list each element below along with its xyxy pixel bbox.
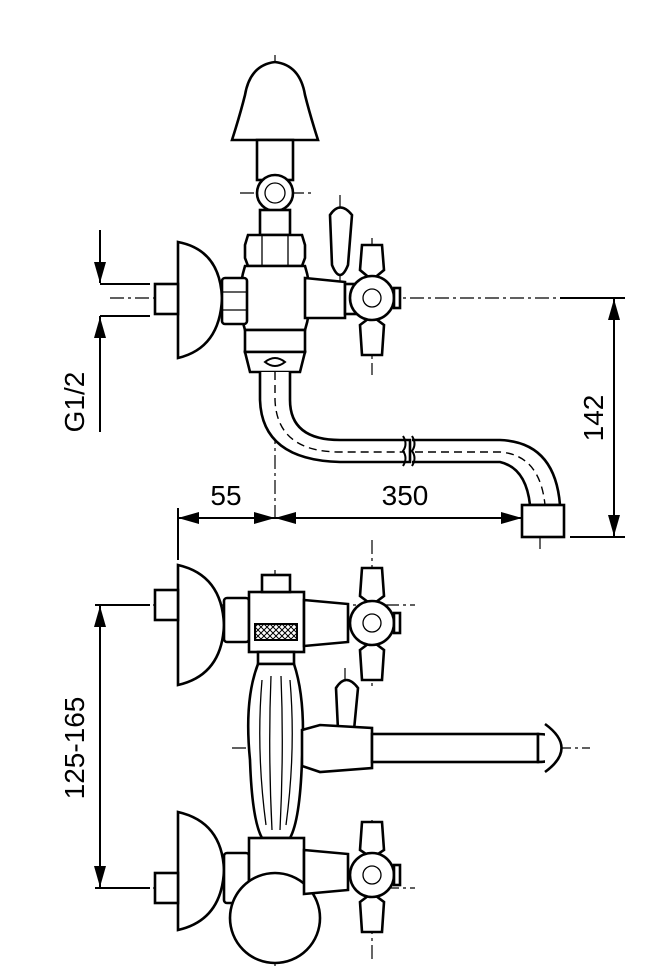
- dim-offset-label: 55: [210, 480, 241, 511]
- wall-rosette: [176, 240, 224, 360]
- dimension-lines: [94, 230, 625, 889]
- handle-arm-top: [358, 243, 386, 282]
- spout-near: [258, 372, 412, 464]
- diverter-lever: [328, 206, 354, 277]
- lower-handle-hub: [348, 851, 396, 899]
- dim-spacing-label: 125-165: [59, 697, 90, 800]
- shower-neck: [255, 138, 295, 182]
- upper-rosette: [176, 563, 226, 687]
- bottom-view: [110, 540, 590, 968]
- dim-height-label: 142: [578, 395, 609, 442]
- lower-union: [228, 871, 322, 965]
- handle-hub: [348, 274, 396, 322]
- dim-thread-label: G1/2: [59, 372, 90, 433]
- upper-nut: [243, 233, 307, 268]
- diverter-ring: [255, 173, 295, 213]
- aerator: [520, 503, 566, 539]
- spout-far: [412, 438, 562, 507]
- upper-handle-hub: [348, 599, 396, 647]
- fluted-body: [246, 662, 305, 840]
- main-body: [238, 264, 312, 332]
- knurled-nut: [254, 623, 298, 641]
- eccentric-nut: [220, 276, 249, 326]
- shower-cap: [230, 60, 320, 142]
- dim-spout-label: 350: [382, 480, 429, 511]
- inlet-thread: [153, 282, 180, 316]
- handle-arm-bottom: [358, 314, 386, 357]
- top-view: [110, 55, 620, 550]
- lower-nut: [243, 328, 307, 354]
- lower-rosette: [176, 810, 226, 932]
- swivel-spout: [370, 732, 540, 764]
